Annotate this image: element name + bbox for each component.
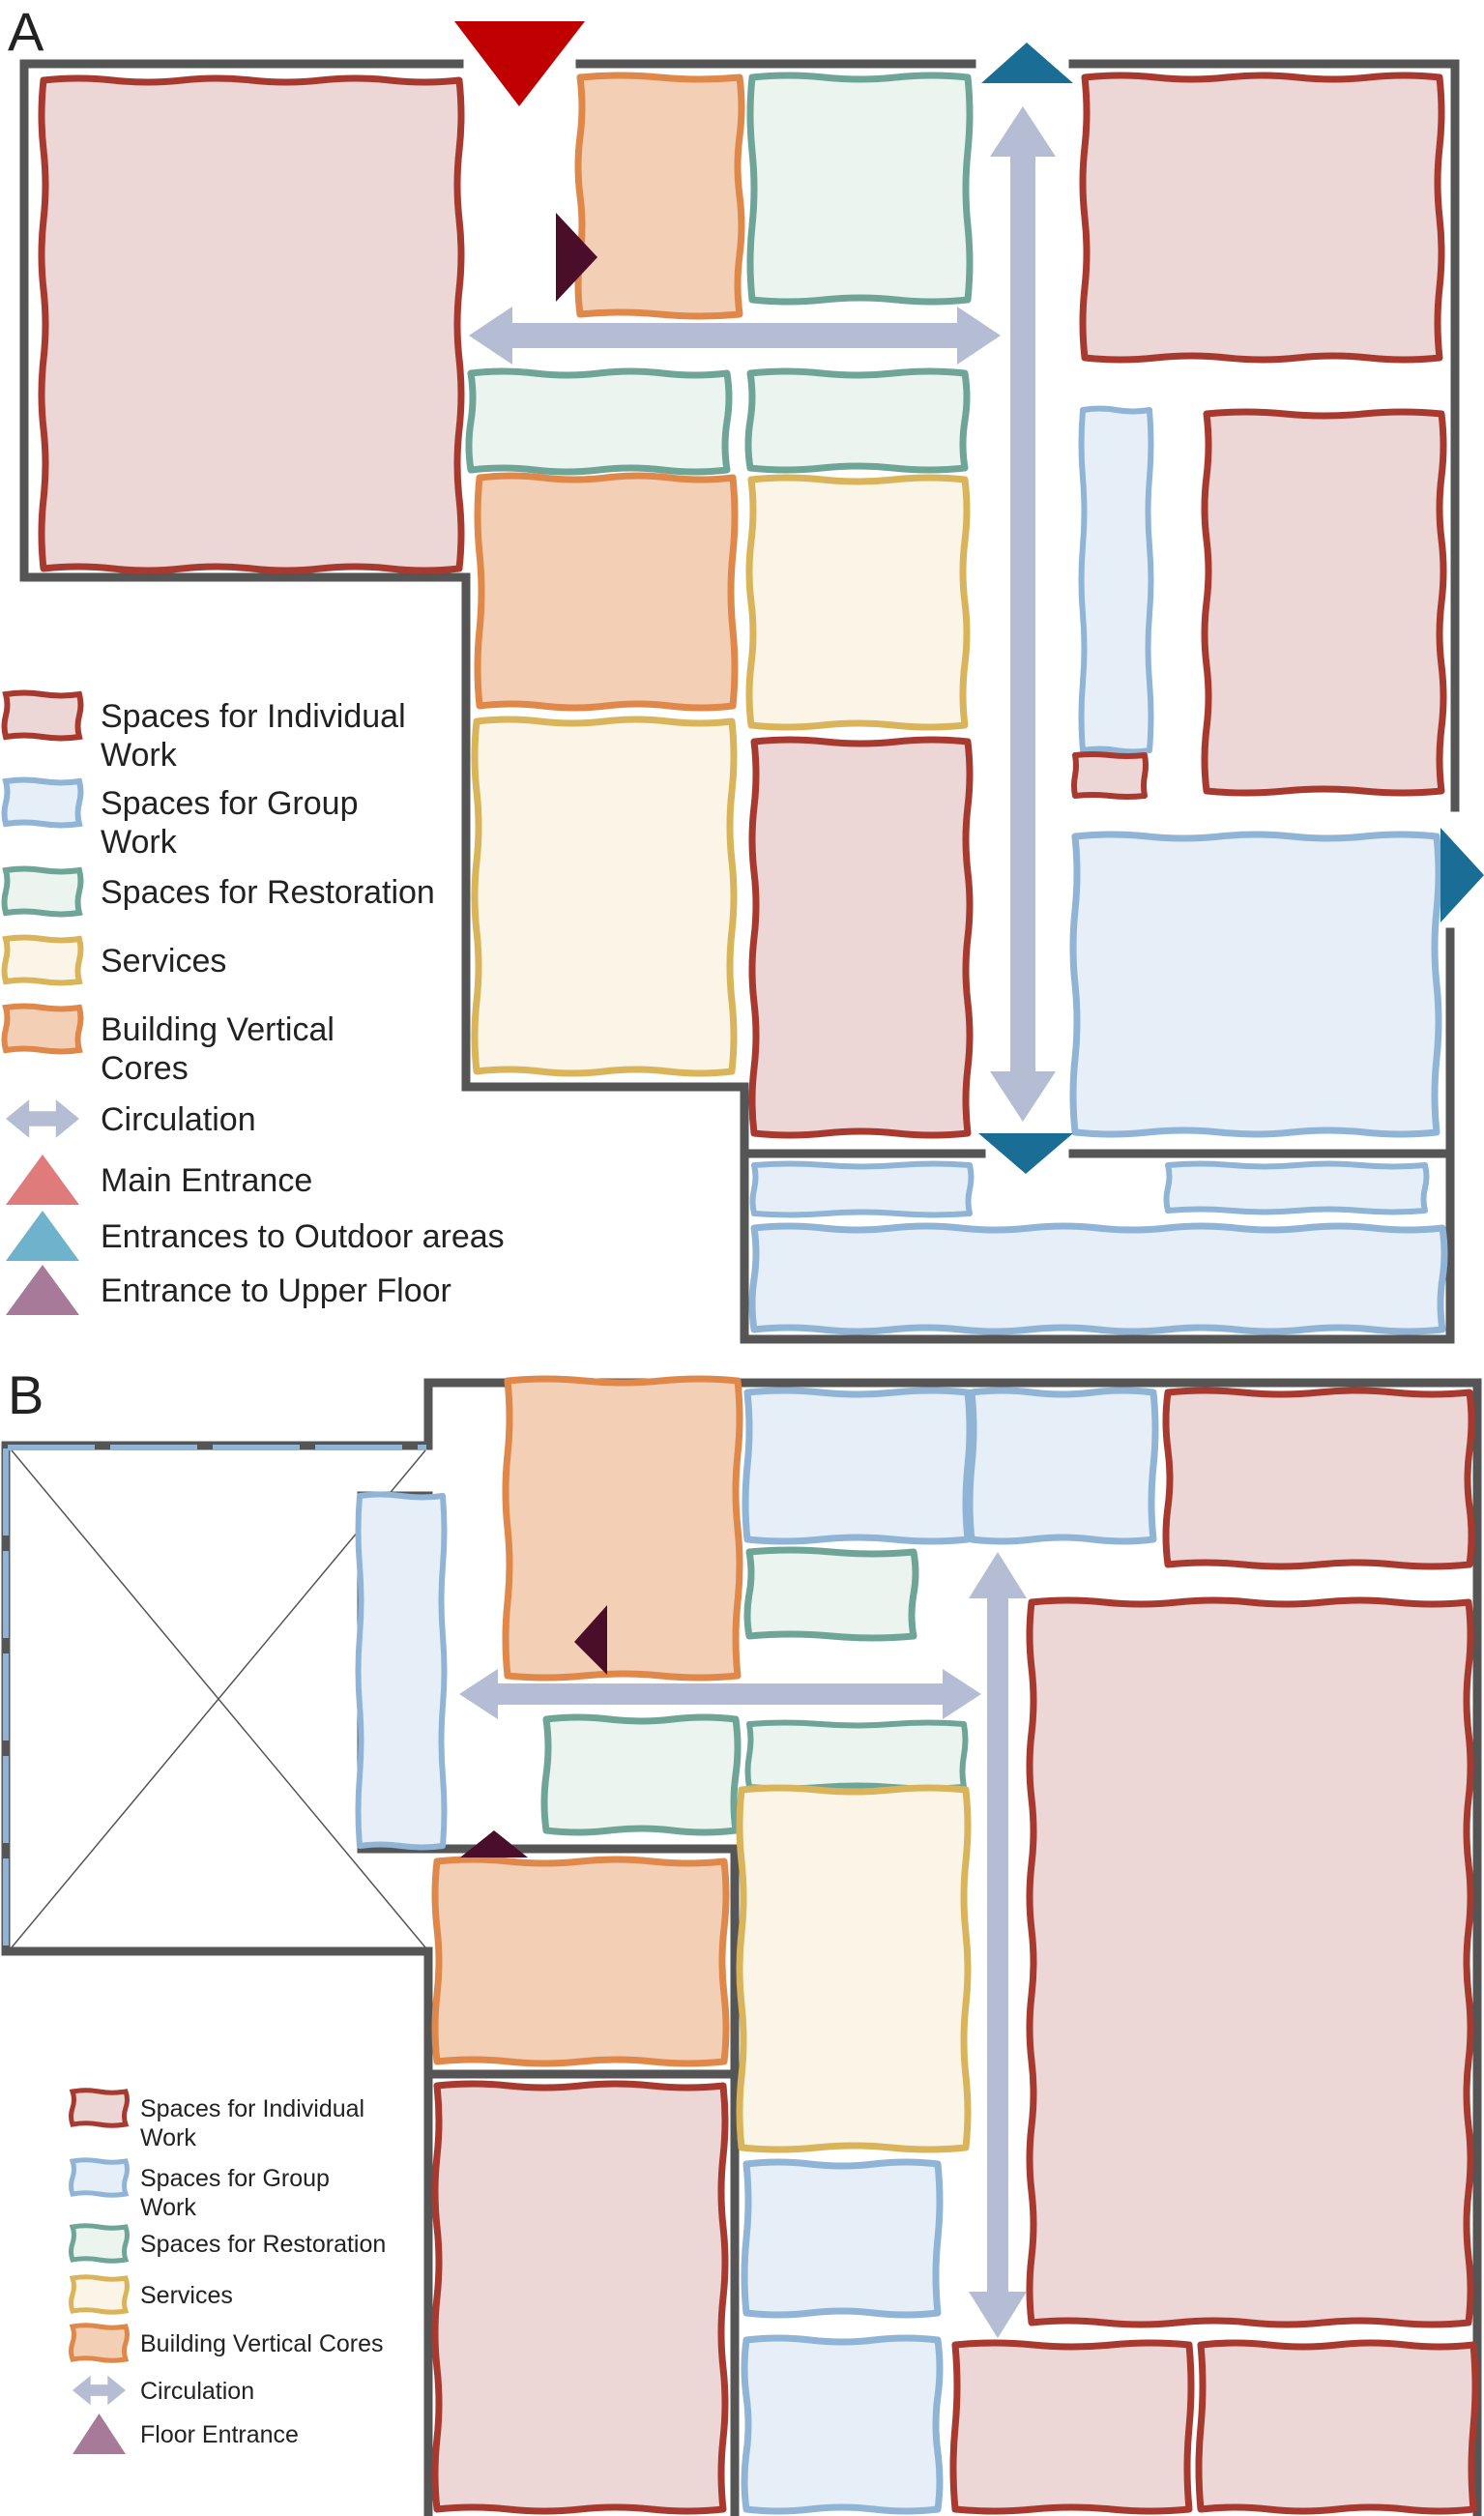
wall-a-lower-left [740, 1082, 986, 1158]
floor-entrance-b-1 [574, 1605, 607, 1675]
wall-a-outer-left [19, 59, 1455, 1344]
legend-a-circulation-label: Circulation [101, 1101, 256, 1138]
legend-b-cores-swatch [69, 2323, 130, 2363]
legend-a-individual-label: Spaces for Individual [101, 698, 406, 735]
room-b-individual-1 [1162, 1387, 1475, 1570]
room-a-core-1 [574, 72, 745, 320]
legend-a-services-swatch [1, 934, 84, 986]
outdoor-entrance-a-top [981, 43, 1073, 83]
room-a-group-1 [1078, 405, 1154, 755]
room-a-group-3 [749, 1160, 975, 1218]
legend-b-services-label: Services [140, 2282, 233, 2309]
circulation-b-horizontal [459, 1669, 981, 1719]
legend-a-group-label: Spaces for Group [101, 785, 358, 822]
entrances-layer [454, 21, 1484, 1858]
panel-a-label: A [8, 1, 44, 62]
room-a-individual-4 [748, 736, 974, 1139]
room-a-group-2 [1069, 831, 1442, 1138]
room-a-individual-small [1071, 751, 1149, 800]
room-b-individual-3 [431, 2080, 729, 2515]
legend-a-restoration-label: Spaces for Restoration [101, 874, 435, 911]
floor-entrance-b-2 [460, 1830, 528, 1858]
walls-layer [1, 59, 1482, 2516]
legend-b-services-swatch [69, 2274, 130, 2315]
room-a-individual-2 [1079, 72, 1445, 364]
room-b-individual-4 [949, 2339, 1195, 2515]
room-a-group-5 [748, 1222, 1448, 1335]
circulation-a-vertical [990, 106, 1056, 1122]
room-a-core-2 [474, 472, 739, 712]
room-b-group-4 [741, 2158, 944, 2319]
room-a-services-1 [745, 474, 971, 731]
legend-b-cores-label: Building Vertical Cores [140, 2330, 384, 2357]
main-entrance-a [454, 21, 585, 106]
room-b-restoration-3 [744, 1719, 969, 1792]
legend-b-group-label: Spaces for Group [140, 2165, 330, 2192]
rooms-layer [38, 72, 1479, 2515]
room-b-core-2 [431, 1856, 730, 2067]
room-b-restoration-1 [743, 1546, 919, 1642]
room-b-services-1 [736, 1784, 972, 2153]
room-b-group-5 [741, 2334, 944, 2515]
legend-b-group-swatch [69, 2157, 130, 2198]
legend-a-individual-label: Work [101, 737, 178, 774]
legend-a-outdoor-swatch [6, 1211, 79, 1261]
legend-a-cores-label: Cores [101, 1050, 189, 1087]
room-b-restoration-2 [540, 1713, 742, 1836]
legend-a-circulation-swatch [6, 1099, 79, 1138]
legend-a-services-label: Services [101, 943, 226, 980]
room-b-group-2 [966, 1387, 1159, 1545]
circulation-b-vertical [969, 1552, 1027, 2338]
room-b-individual-5 [1195, 2339, 1479, 2515]
wall-b-center [423, 1844, 740, 2516]
outdoor-entrance-a-bottom [978, 1133, 1073, 1174]
legend-b-group-label: Work [140, 2194, 196, 2221]
legend-b-circulation-label: Circulation [140, 2378, 254, 2405]
legend-b-restoration-label: Spaces for Restoration [140, 2231, 386, 2258]
legend-a-main-label: Main Entrance [101, 1162, 312, 1199]
legend-a-cores-label: Building Vertical [101, 1011, 335, 1048]
legend-a-upper-label: Entrance to Upper Floor [101, 1273, 451, 1309]
legend-a-group-swatch [1, 776, 84, 829]
room-a-individual-1 [38, 74, 465, 574]
legend-b-individual-label: Work [140, 2124, 196, 2151]
room-a-services-2 [471, 716, 738, 1077]
wall-b-outer-top-right [423, 1378, 1482, 2516]
circulation-layer [459, 106, 1056, 2338]
legend-a-main-swatch [6, 1155, 79, 1205]
legend-a-cores-swatch [1, 1003, 84, 1055]
room-a-restoration-3 [744, 367, 971, 474]
legend-b-individual-swatch [69, 2088, 130, 2128]
legend-b-circulation-swatch [73, 2375, 126, 2406]
room-a-group-4 [1163, 1160, 1430, 1215]
legend-b-individual-label: Spaces for Individual [140, 2095, 364, 2122]
upper-floor-entrance-a [556, 213, 597, 302]
legend-b-upper-swatch [73, 2414, 126, 2454]
legend-a-restoration-swatch [1, 865, 84, 918]
room-b-core-1 [502, 1375, 743, 1682]
room-a-restoration-1 [746, 72, 974, 306]
room-b-group-3 [355, 1491, 448, 1851]
legend-a-upper-swatch [6, 1265, 79, 1315]
legend-a-individual-swatch [1, 689, 84, 742]
outdoor-entrance-a-right [1440, 828, 1484, 922]
legend-a-group-label: Work [101, 824, 178, 861]
circulation-a-horizontal [469, 307, 1001, 365]
panel-b-label: B [8, 1364, 44, 1425]
wall-a-top-right [1068, 59, 1460, 812]
room-b-individual-2 [1026, 1596, 1474, 2328]
room-a-restoration-2 [465, 367, 733, 476]
room-b-group-1 [742, 1387, 974, 1545]
legend-b-upper-label: Floor Entrance [140, 2421, 299, 2448]
room-a-individual-3 [1201, 408, 1447, 797]
legend-a-outdoor-label: Entrances to Outdoor areas [101, 1218, 505, 1255]
legend-b-restoration-swatch [69, 2223, 130, 2264]
